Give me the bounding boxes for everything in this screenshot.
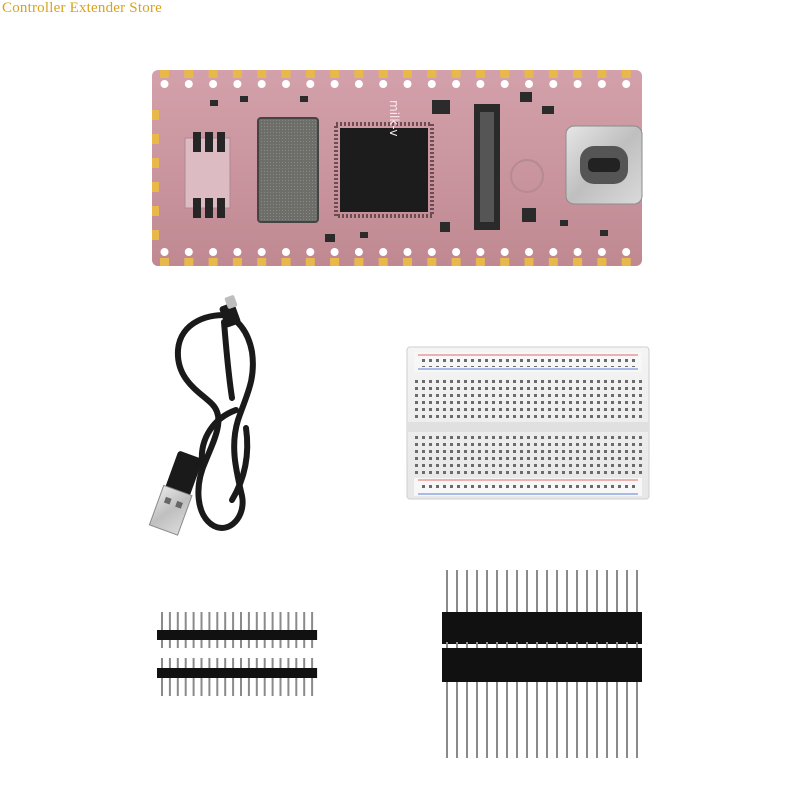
soc-chip [340,128,428,212]
usb-type-c-cable [174,312,256,531]
pin-header-short-pair [157,612,318,696]
milk-v-duo-board [152,70,643,266]
pin-header-long-pair [442,570,642,758]
sd-card-slot [258,118,318,222]
breadboard [406,346,650,500]
board-silkscreen-logo: milk-v [387,100,401,136]
store-watermark: Controller Extender Store [2,0,162,16]
